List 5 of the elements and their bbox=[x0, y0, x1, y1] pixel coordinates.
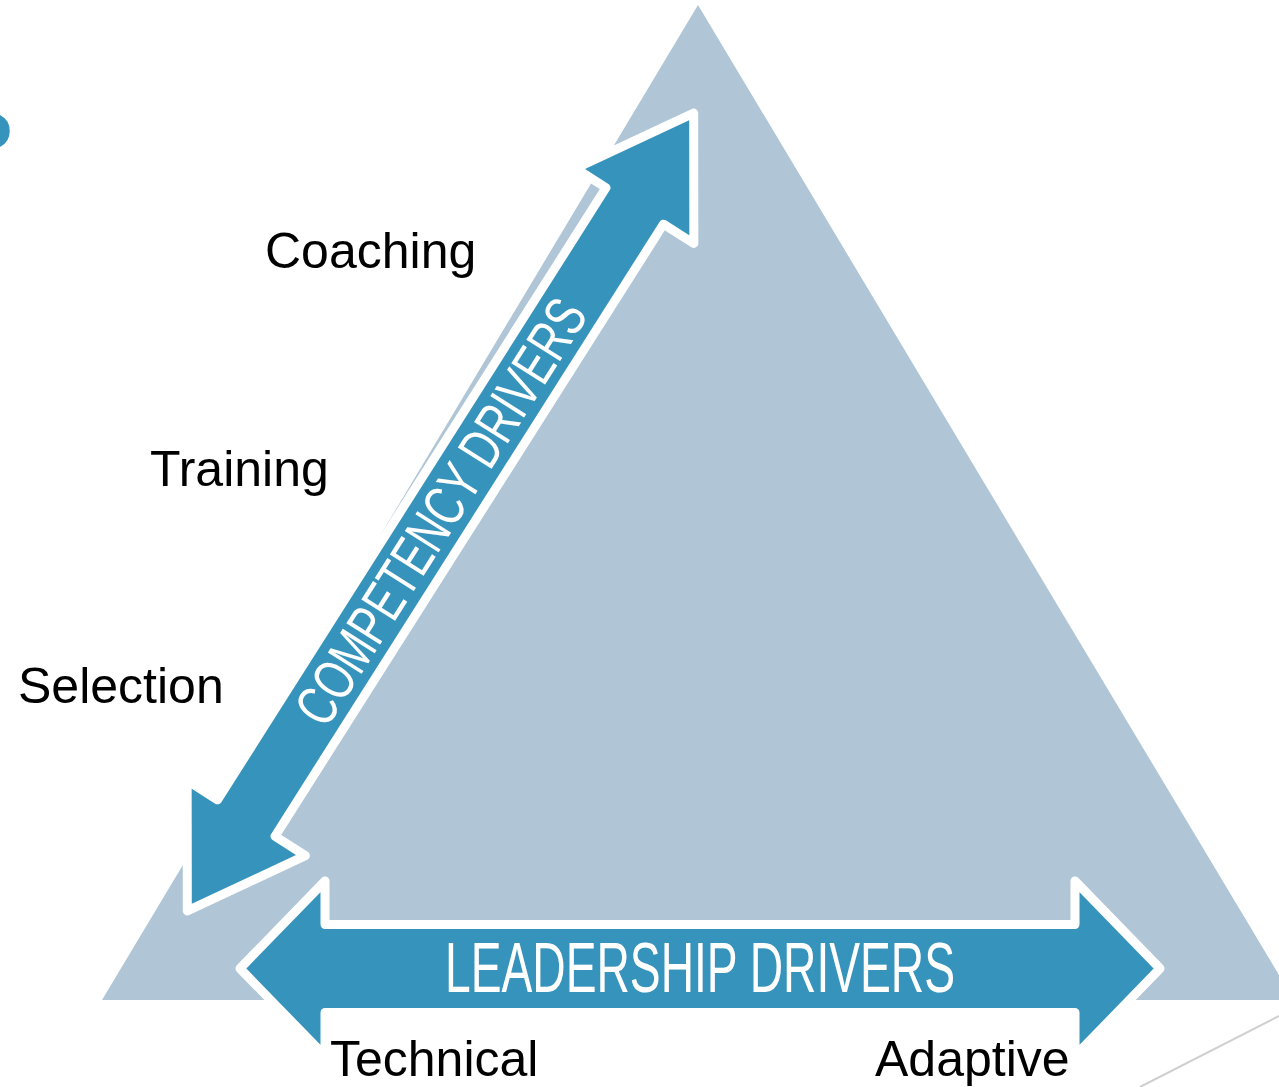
driver-label: Technical bbox=[330, 1034, 539, 1084]
driver-label: Selection bbox=[18, 661, 224, 711]
arrow-label: LEADERSHIP DRIVERS bbox=[444, 933, 956, 1003]
driver-label: Adaptive bbox=[875, 1034, 1070, 1084]
driver-label: Coaching bbox=[265, 226, 477, 276]
